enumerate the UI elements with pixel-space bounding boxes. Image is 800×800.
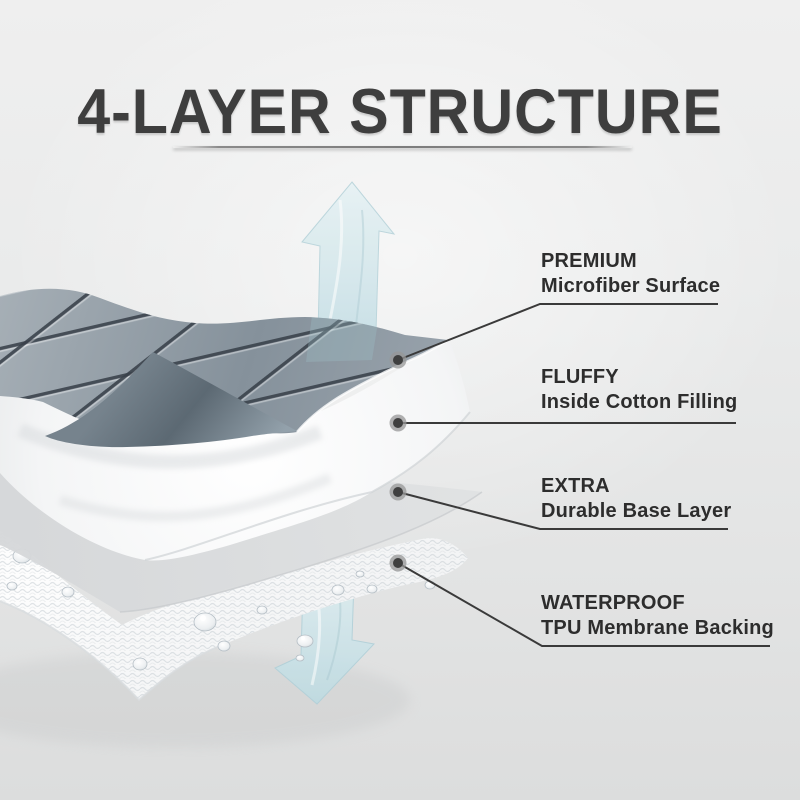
callout-premium-subheading: Microfiber Surface — [541, 275, 721, 297]
callout-waterproof: WATERPROOF TPU Membrane Backing — [541, 591, 791, 641]
callout-dot-waterproof — [389, 554, 407, 572]
callout-dot-fluffy — [389, 414, 407, 432]
callout-dots — [389, 351, 407, 572]
page-title: 4-LAYER STRUCTURE — [77, 77, 723, 147]
title-underline — [173, 146, 632, 148]
callout-extra-subheading: Durable Base Layer — [541, 500, 732, 522]
callout-line-waterproof — [397, 562, 770, 647]
callout-fluffy: FLUFFY Inside Cotton Filling — [541, 365, 791, 415]
callout-dot-extra — [389, 483, 407, 501]
callout-fluffy-heading: FLUFFY — [541, 366, 619, 388]
callout-fluffy-subheading: Inside Cotton Filling — [541, 391, 738, 413]
callout-line-premium — [397, 303, 718, 361]
callout-dot-premium — [389, 351, 407, 369]
up-arrow-icon — [301, 181, 396, 336]
callout-extra-heading: EXTRA — [541, 475, 610, 497]
callout-premium: PREMIUM Microfiber Surface — [541, 249, 791, 299]
callout-premium-heading: PREMIUM — [541, 250, 637, 272]
callout-waterproof-heading: WATERPROOF — [541, 592, 685, 614]
callout-waterproof-subheading: TPU Membrane Backing — [541, 617, 774, 639]
callout-extra: EXTRA Durable Base Layer — [541, 474, 791, 524]
callout-line-extra — [397, 491, 728, 530]
quilt-fold-underside — [45, 352, 297, 448]
callout-lines — [397, 303, 770, 647]
cotton-layer — [0, 338, 471, 561]
